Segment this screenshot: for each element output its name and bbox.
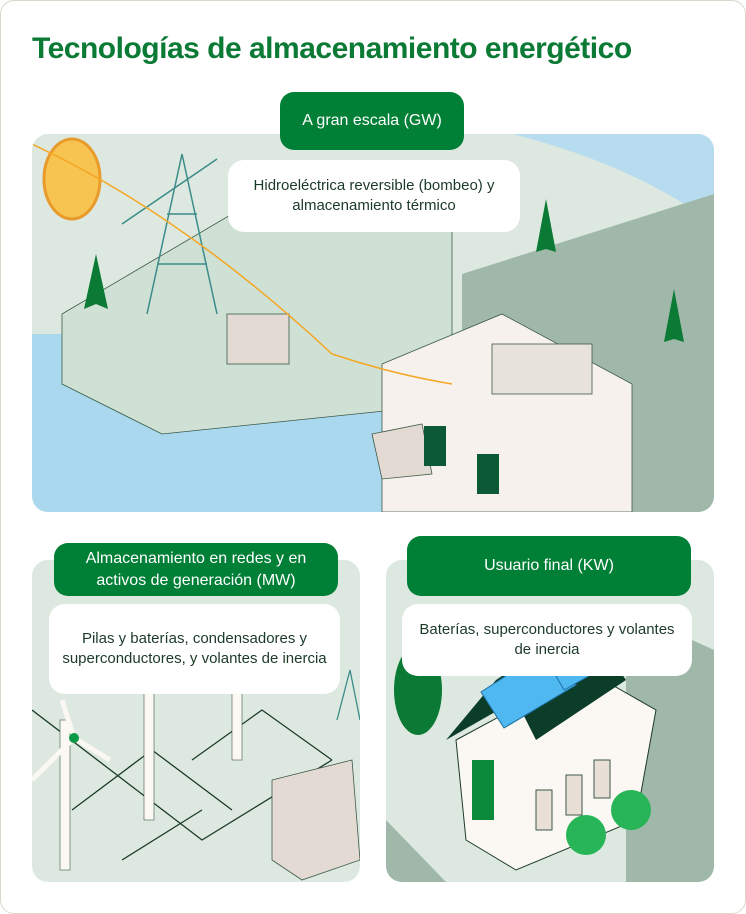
wind-farm-illustration: [32, 649, 360, 881]
section-label-grid-storage: Almacenamiento en redes y en activos de …: [54, 543, 338, 596]
section-description-grid-storage: Pilas y baterías, condensadores y superc…: [49, 604, 340, 694]
title-bold: almacenamiento energético: [249, 32, 632, 65]
page-title: Tecnologías de almacenamiento energético: [32, 32, 632, 66]
title-regular: Tecnologías de: [32, 32, 249, 65]
section-description-large-scale: Hidroeléctrica reversible (bombeo) y alm…: [228, 160, 520, 232]
hydro-plant-illustration: [32, 134, 714, 512]
section-description-end-user: Baterías, superconductores y volantes de…: [402, 604, 692, 676]
section-label-large-scale: A gran escala (GW): [280, 92, 464, 150]
section-label-end-user: Usuario final (KW): [407, 536, 691, 596]
